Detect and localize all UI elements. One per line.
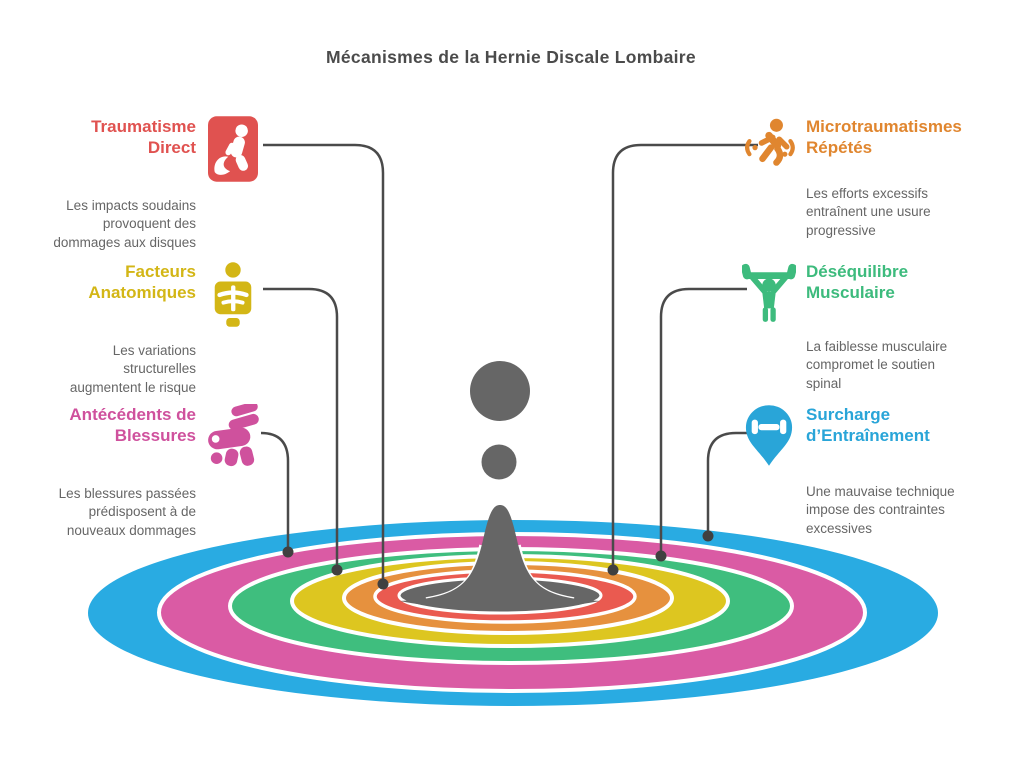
factor-microtraumatismes: Microtraumatismes Répétés Les efforts ex…	[742, 116, 982, 240]
factor-title: Traumatisme Direct	[91, 117, 196, 158]
splash-droplet-small	[481, 444, 517, 480]
page-title: Mécanismes de la Hernie Discale Lombaire	[326, 47, 696, 67]
connector-surcharge	[706, 431, 747, 536]
connector-traumatisme	[263, 143, 385, 584]
running-person-icon	[742, 116, 796, 170]
splash-column	[400, 505, 600, 609]
factor-title: Surcharge d’Entraînement	[806, 405, 930, 446]
factor-title: Déséquilibre Musculaire	[806, 262, 909, 303]
factor-description: Une mauvaise technique impose des contra…	[806, 484, 955, 536]
factor-description: La faiblesse musculaire compromet le sou…	[806, 339, 948, 391]
factor-description: Les impacts soudains provoquent des domm…	[53, 198, 196, 250]
connector-antecedents	[260, 431, 290, 552]
factor-traumatisme-direct: Traumatisme Direct Les impacts soudains …	[28, 116, 260, 252]
factor-title: Facteurs Anatomiques	[88, 262, 196, 303]
connector-dots	[282, 530, 714, 590]
person-falling-icon	[206, 116, 260, 182]
weightlifter-icon	[742, 261, 796, 323]
connector-desequilibre	[659, 287, 747, 556]
connector-micro	[611, 143, 758, 570]
connector-lines	[260, 143, 758, 584]
factor-facteurs-anatomiques: Facteurs Anatomiques Les variations stru…	[28, 261, 260, 397]
factor-title: Microtraumatismes Répétés	[806, 117, 962, 158]
factor-desequilibre-musculaire: Déséquilibre Musculaire La faiblesse mus…	[742, 261, 982, 393]
factor-description: Les blessures passées prédisposent à de …	[58, 486, 196, 538]
factor-title: Antécédents de Blessures	[69, 405, 196, 446]
factor-description: Les variations structurelles augmentent …	[69, 343, 196, 395]
factor-antecedents-blessures: Antécédents de Blessures Les blessures p…	[28, 404, 260, 540]
splash-droplet-large	[470, 361, 530, 421]
factor-description: Les efforts excessifs entraînent une usu…	[806, 186, 931, 238]
skeleton-xray-icon	[206, 261, 260, 327]
bandaged-ankle-icon	[206, 404, 260, 470]
factor-surcharge-entrainement: Surcharge d’Entraînement Une mauvaise te…	[742, 404, 982, 538]
connector-facteurs	[263, 287, 339, 570]
pin-dumbbell-icon	[742, 404, 796, 468]
